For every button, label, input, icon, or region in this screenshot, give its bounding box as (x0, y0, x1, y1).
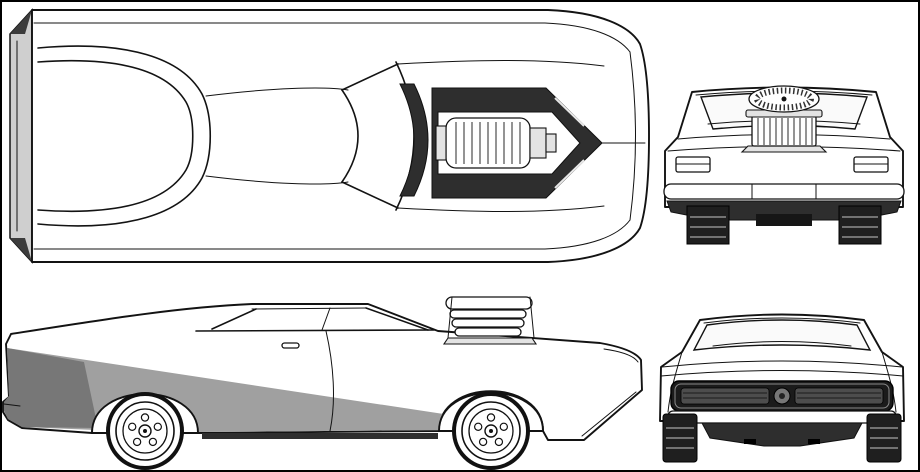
side-view (2, 296, 643, 470)
taillight-left (680, 387, 770, 405)
rear-window-trim (712, 341, 852, 347)
tail-corner-shade-top (10, 10, 32, 34)
roof-drip-line (703, 317, 861, 324)
bumper-notches (751, 183, 817, 200)
taillight-right (794, 387, 884, 405)
pulley-top (529, 127, 547, 159)
front-fascia-lines (581, 348, 639, 437)
rear-view (659, 313, 905, 463)
greenhouse-side (195, 307, 435, 332)
top-view (9, 8, 650, 264)
rear-wheel-left (662, 413, 698, 463)
wing-nut (781, 96, 787, 102)
rear-bumper (667, 410, 897, 424)
body-inner-edges (33, 22, 636, 250)
rear-bumper-line (3, 403, 21, 407)
front-wheel-left (686, 205, 730, 245)
rear-window-top (37, 45, 212, 227)
front-wheel-side (452, 392, 530, 470)
door-handle (281, 342, 300, 349)
tail-panel (9, 8, 33, 264)
mag-holes (474, 413, 508, 447)
front-bumper (663, 183, 905, 200)
shroud-highlights (554, 97, 585, 189)
b-pillar-divider (321, 307, 331, 331)
hood-side-creases (397, 60, 605, 212)
rear-valance-shade (701, 422, 863, 447)
rear-window-rear (692, 319, 872, 351)
headlight-right (853, 156, 889, 173)
sill-shadow (202, 433, 438, 439)
deck-crease (660, 370, 904, 377)
supercharger-side (442, 296, 538, 345)
air-cleaner (748, 85, 820, 113)
rear-wheel-side (106, 392, 184, 470)
front-center-shadow (756, 214, 812, 226)
body-outline-top (31, 9, 650, 263)
hood-scoop (445, 296, 533, 310)
exhaust-tips (744, 439, 820, 444)
supercharger-front (740, 85, 828, 153)
headlight-left (675, 156, 711, 173)
rear-wheel-right (866, 413, 902, 463)
tail-corner-shade-bottom (10, 238, 32, 262)
mag-holes (127, 413, 162, 447)
cowl-vent-shade (399, 83, 429, 197)
door-seam (325, 330, 334, 432)
quarter-panel-curves (667, 351, 897, 413)
supercharger-top (435, 117, 557, 169)
deck-edge (661, 360, 903, 368)
roof-rails (205, 87, 349, 185)
front-wheel-right (838, 205, 882, 245)
taillight-panel (670, 380, 894, 412)
front-view (663, 85, 905, 245)
fuel-cap (773, 387, 791, 405)
rear-quarter-dark-shade (4, 348, 98, 428)
